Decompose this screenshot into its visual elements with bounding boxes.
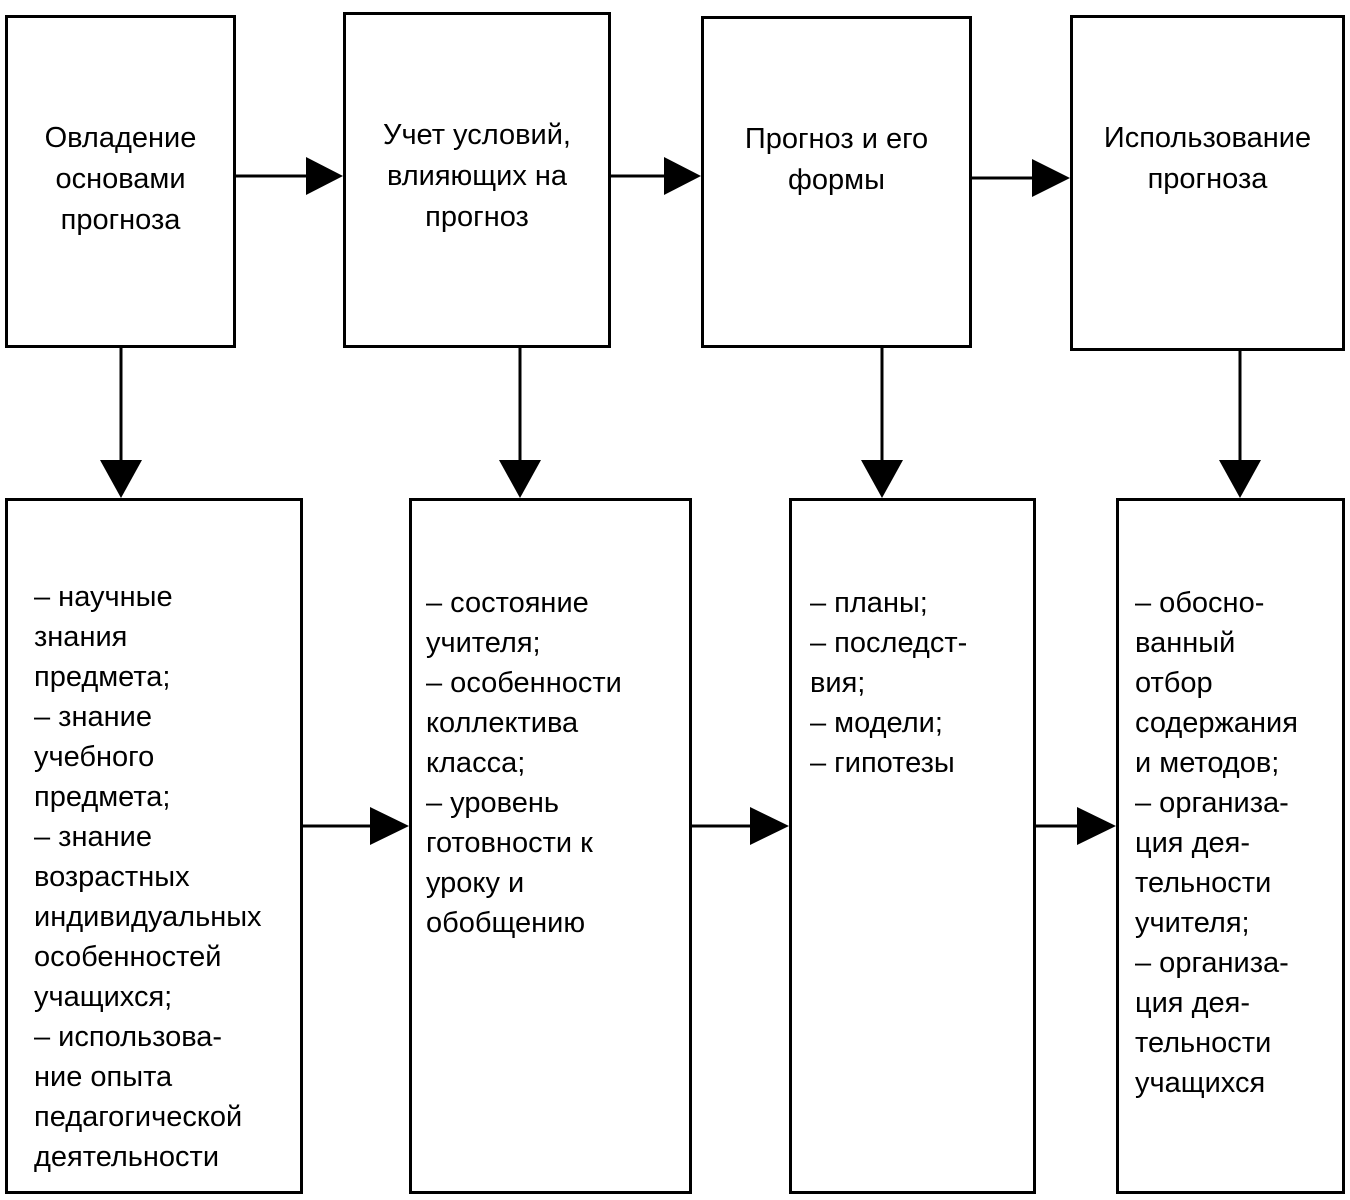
arrow-conditions-to-forms: [611, 157, 701, 195]
arrow-bottom-3-to-4: [1036, 807, 1116, 845]
list-item: ние опыта: [34, 1061, 173, 1093]
arrow-bottom-2-to-3: [692, 807, 789, 845]
arrow-basics-to-conditions: [236, 157, 343, 195]
list-item: – обосно-: [1135, 587, 1265, 619]
list-item: особенностей: [34, 941, 222, 973]
list-item: и методов;: [1135, 747, 1280, 779]
list-item: – научные: [34, 581, 173, 613]
list-item: – гипотезы: [810, 747, 955, 779]
top-box-basics: Овладение основами прогноза: [5, 15, 236, 348]
list-item: – знание: [34, 821, 152, 853]
list-item: знания: [34, 621, 128, 653]
bottom-box-conditions-details: – состояние учителя; – особенности колле…: [409, 498, 692, 1194]
list-item: – уровень: [426, 787, 559, 819]
top-box-conditions-text: Учет условий, влияющих на прогноз: [383, 119, 571, 233]
list-item: учащихся: [1135, 1067, 1266, 1099]
list-item: предмета;: [34, 781, 171, 813]
bottom-box-conditions-list: – состояние учителя; – особенности колле…: [426, 583, 683, 943]
list-item: индивидуальных: [34, 901, 262, 933]
list-item: тельности: [1135, 1027, 1272, 1059]
list-item: деятельности: [34, 1141, 220, 1173]
list-item: учителя;: [1135, 907, 1250, 939]
top-box-forms: Прогноз и его формы: [701, 16, 972, 348]
arrow-forms-down: [861, 348, 903, 498]
list-item: – особенности: [426, 667, 622, 699]
arrow-conditions-down: [499, 348, 541, 498]
bottom-box-basics-list: – научные знания предмета; – знание учеб…: [34, 577, 294, 1177]
bottom-box-forms-details: – планы; – последст- вия; – модели; – ги…: [789, 498, 1036, 1194]
list-item: – последст-: [810, 627, 968, 659]
list-item: педагогической: [34, 1101, 243, 1133]
bottom-box-usage-details: – обосно- ванный отбор содержания и мето…: [1116, 498, 1345, 1194]
list-item: содержания: [1135, 707, 1298, 739]
list-item: отбор: [1135, 667, 1213, 699]
bottom-box-basics-details: – научные знания предмета; – знание учеб…: [5, 498, 303, 1194]
list-item: – организа-: [1135, 947, 1289, 979]
list-item: вия;: [810, 667, 866, 699]
arrow-usage-down: [1219, 351, 1261, 498]
list-item: коллектива: [426, 707, 579, 739]
top-box-usage-text: Использование прогноза: [1103, 122, 1312, 195]
bottom-box-forms-list: – планы; – последст- вия; – модели; – ги…: [810, 583, 1027, 783]
arrow-bottom-1-to-2: [303, 807, 409, 845]
top-box-conditions: Учет условий, влияющих на прогноз: [343, 12, 611, 348]
top-box-basics-text: Овладение основами прогноза: [44, 122, 197, 236]
list-item: ция дея-: [1135, 987, 1250, 1019]
list-item: – организа-: [1135, 787, 1289, 819]
list-item: тельности: [1135, 867, 1272, 899]
list-item: учащихся;: [34, 981, 173, 1013]
list-item: обобщению: [426, 907, 586, 939]
list-item: ция дея-: [1135, 827, 1250, 859]
list-item: ванный: [1135, 627, 1236, 659]
list-item: уроку и: [426, 867, 525, 899]
list-item: – использова-: [34, 1021, 223, 1053]
arrow-basics-down: [100, 348, 142, 498]
top-box-forms-text: Прогноз и его формы: [744, 123, 929, 196]
list-item: учителя;: [426, 627, 541, 659]
list-item: класса;: [426, 747, 526, 779]
list-item: возрастных: [34, 861, 190, 893]
list-item: учебного: [34, 741, 155, 773]
list-item: – состояние: [426, 587, 589, 619]
list-item: – планы;: [810, 587, 928, 619]
top-box-usage: Использование прогноза: [1070, 15, 1345, 351]
list-item: – модели;: [810, 707, 943, 739]
bottom-box-usage-list: – обосно- ванный отбор содержания и мето…: [1135, 583, 1336, 1103]
list-item: предмета;: [34, 661, 171, 693]
list-item: – знание: [34, 701, 152, 733]
arrow-forms-to-usage: [972, 159, 1070, 197]
list-item: готовности к: [426, 827, 593, 859]
